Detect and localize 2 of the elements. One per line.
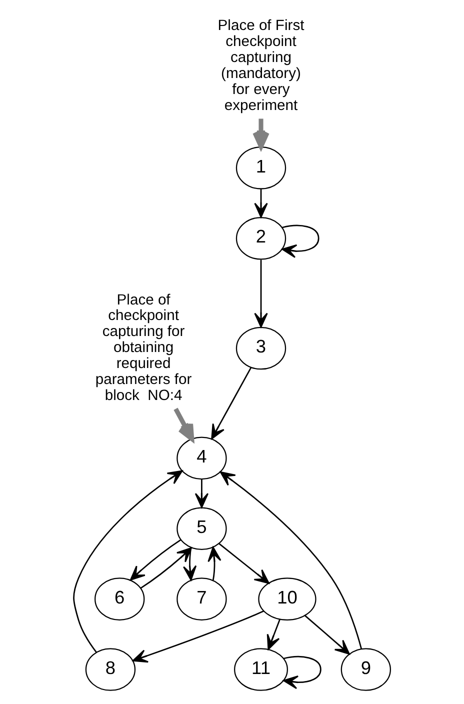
node-text: Place of First checkpoint capturing (mandatory) for every experiment: [218, 18, 304, 114]
node-text: Place of checkpoint capturing for obtaining required parameters for block NO:4: [95, 292, 192, 404]
